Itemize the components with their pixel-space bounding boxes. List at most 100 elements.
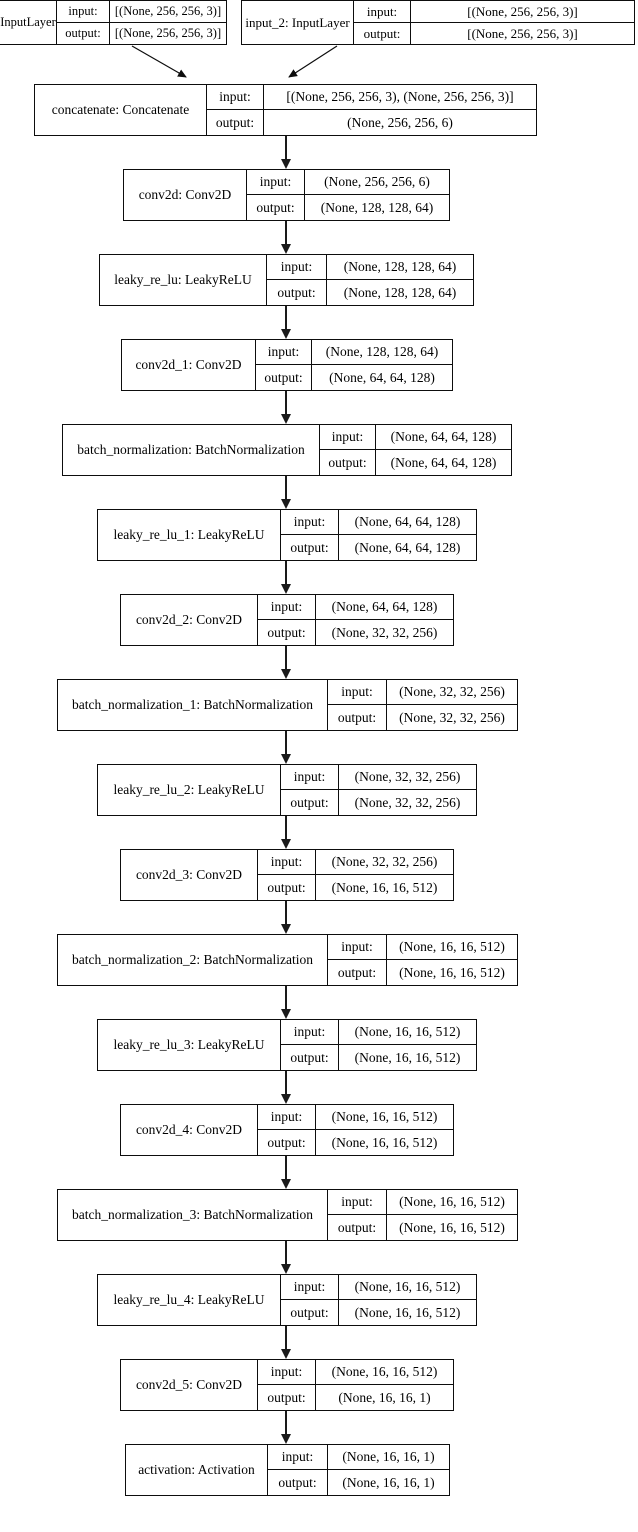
- arrow-down-icon: [280, 816, 292, 849]
- node-batch-normalization: batch_normalization: BatchNormalization …: [62, 424, 512, 476]
- input-label: input:: [267, 255, 327, 280]
- input-shape: (None, 64, 64, 128): [376, 425, 511, 450]
- output-shape: [(None, 256, 256, 3)]: [114, 26, 222, 40]
- arrow-down-icon: [280, 391, 292, 424]
- output-shape: (None, 64, 64, 128): [390, 454, 497, 470]
- arrow-down-icon: [280, 476, 292, 509]
- node-conv2d-5: conv2d_5: Conv2D input: (None, 16, 16, 5…: [120, 1359, 454, 1411]
- output-shape: (None, 16, 16, 512): [354, 1049, 461, 1065]
- input-shape: (None, 16, 16, 512): [316, 1105, 453, 1130]
- output-label: output:: [247, 195, 305, 220]
- output-shape: (None, 32, 32, 256): [399, 709, 505, 725]
- output-shape: (None, 16, 16, 1): [342, 1474, 435, 1490]
- arrow-down-icon: [280, 1156, 292, 1189]
- node-leaky-re-lu-4: leaky_re_lu_4: LeakyReLU input: (None, 1…: [97, 1274, 477, 1326]
- arrow-down-icon: [280, 306, 292, 339]
- output-shape: (None, 128, 128, 64): [320, 199, 434, 215]
- output-shape: [(None, 256, 256, 3)]: [467, 25, 578, 41]
- arrow-down-icon: [280, 986, 292, 1019]
- input-shape: [(None, 256, 256, 3)]: [110, 1, 226, 23]
- output-label: output:: [281, 535, 339, 560]
- node-input-1: InputLayer input: [(None, 256, 256, 3)] …: [0, 0, 227, 45]
- node-batch-normalization-3: batch_normalization_3: BatchNormalizatio…: [57, 1189, 518, 1241]
- input-shape: [(None, 256, 256, 3)]: [411, 1, 634, 23]
- output-shape: (None, 16, 16, 512): [331, 879, 438, 895]
- output-shape: (None, 128, 128, 64): [343, 284, 457, 300]
- output-label: output:: [258, 875, 316, 900]
- layer-name: concatenate: Concatenate: [35, 85, 207, 135]
- input-label: input:: [328, 1190, 387, 1215]
- input-label: input:: [328, 680, 387, 705]
- node-conv2d-2: conv2d_2: Conv2D input: (None, 64, 64, 1…: [120, 594, 454, 646]
- edge-arrow-icon: [288, 45, 338, 78]
- arrow-down-icon: [280, 731, 292, 764]
- layer-name: batch_normalization_3: BatchNormalizatio…: [58, 1190, 328, 1240]
- input-label: input:: [281, 765, 339, 790]
- input-shape: (None, 16, 16, 1): [328, 1445, 449, 1470]
- input-shape: (None, 16, 16, 512): [316, 1360, 453, 1385]
- output-shape: (None, 64, 64, 128): [354, 539, 461, 555]
- node-conv2d: conv2d: Conv2D input: (None, 256, 256, 6…: [123, 169, 450, 221]
- output-shape: (None, 16, 16, 512): [331, 1134, 438, 1150]
- input-shape: (None, 32, 32, 256): [339, 765, 476, 790]
- output-shape: (None, 32, 32, 256): [331, 624, 438, 640]
- output-label: output:: [258, 1130, 316, 1155]
- edge-arrow-icon: [131, 45, 187, 78]
- node-leaky-re-lu-1: leaky_re_lu_1: LeakyReLU input: (None, 6…: [97, 509, 477, 561]
- input-label: input:: [281, 1020, 339, 1045]
- input-label: input:: [268, 1445, 328, 1470]
- output-label: output:: [328, 960, 387, 985]
- arrow-down-icon: [280, 136, 292, 169]
- input-shape: (None, 64, 64, 128): [316, 595, 453, 620]
- input-label: input:: [258, 1360, 316, 1385]
- output-label: output:: [281, 790, 339, 815]
- layer-name: batch_normalization_1: BatchNormalizatio…: [58, 680, 328, 730]
- output-label: output:: [354, 22, 411, 44]
- output-label: output:: [258, 1385, 316, 1410]
- input-shape: [(None, 256, 256, 3), (None, 256, 256, 3…: [264, 85, 536, 110]
- arrow-down-icon: [280, 1411, 292, 1444]
- input-label: input:: [320, 425, 376, 450]
- input-label: input:: [281, 510, 339, 535]
- output-label: output:: [281, 1045, 339, 1070]
- layer-name: leaky_re_lu_4: LeakyReLU: [98, 1275, 281, 1325]
- node-activation: activation: Activation input: (None, 16,…: [125, 1444, 450, 1496]
- input-shape: (None, 128, 128, 64): [327, 255, 473, 280]
- output-label: output:: [268, 1470, 328, 1495]
- input-shape: (None, 128, 128, 64): [312, 340, 452, 365]
- node-leaky-re-lu-2: leaky_re_lu_2: LeakyReLU input: (None, 3…: [97, 764, 477, 816]
- arrow-down-icon: [280, 1241, 292, 1274]
- input-shape: (None, 32, 32, 256): [316, 850, 453, 875]
- layer-name: activation: Activation: [126, 1445, 268, 1495]
- output-label: output:: [207, 110, 264, 135]
- input-shape: (None, 16, 16, 512): [339, 1275, 476, 1300]
- layer-name: conv2d_1: Conv2D: [122, 340, 256, 390]
- input-shape: (None, 16, 16, 512): [387, 1190, 517, 1215]
- output-label: output:: [256, 365, 312, 390]
- arrow-down-icon: [280, 901, 292, 934]
- layer-name: conv2d_2: Conv2D: [121, 595, 258, 645]
- arrow-down-icon: [280, 1326, 292, 1359]
- input-shape: (None, 256, 256, 6): [305, 170, 449, 195]
- node-leaky-re-lu: leaky_re_lu: LeakyReLU input: (None, 128…: [99, 254, 474, 306]
- input-label: input:: [57, 1, 110, 23]
- arrow-down-icon: [280, 561, 292, 594]
- input-label: input:: [258, 595, 316, 620]
- output-label: output:: [57, 22, 110, 44]
- output-label: output:: [267, 280, 327, 305]
- node-conv2d-4: conv2d_4: Conv2D input: (None, 16, 16, 5…: [120, 1104, 454, 1156]
- output-label: output:: [320, 450, 376, 475]
- output-shape: (None, 256, 256, 6): [347, 114, 453, 130]
- input-edges: [131, 45, 338, 78]
- layer-name: conv2d_3: Conv2D: [121, 850, 258, 900]
- input-shape: (None, 16, 16, 512): [339, 1020, 476, 1045]
- node-conv2d-1: conv2d_1: Conv2D input: (None, 128, 128,…: [121, 339, 453, 391]
- output-shape: (None, 64, 64, 128): [329, 369, 435, 385]
- node-batch-normalization-1: batch_normalization_1: BatchNormalizatio…: [57, 679, 518, 731]
- input-label: input:: [328, 935, 387, 960]
- input-label: input:: [258, 850, 316, 875]
- node-conv2d-3: conv2d_3: Conv2D input: (None, 32, 32, 2…: [120, 849, 454, 901]
- layer-name: conv2d_5: Conv2D: [121, 1360, 258, 1410]
- output-shape: (None, 16, 16, 512): [399, 1219, 505, 1235]
